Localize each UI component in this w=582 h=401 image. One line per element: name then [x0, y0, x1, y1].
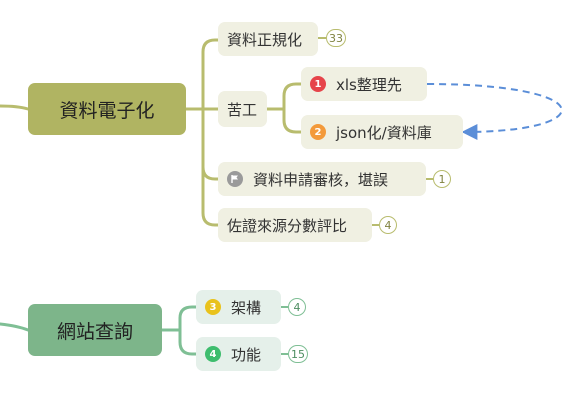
subtopic-label: 資料正規化: [227, 30, 303, 49]
subtopic-normalization[interactable]: 資料正規化: [218, 22, 318, 56]
flag-icon: [227, 171, 243, 187]
subtopic-features[interactable]: 4 功能: [196, 337, 281, 371]
count-leaders-2: [281, 306, 288, 355]
priority-2-icon: 2: [310, 124, 326, 140]
subtopic-count-badge[interactable]: 33: [326, 29, 346, 47]
priority-1-icon: 1: [310, 76, 326, 92]
subtopic-count-badge[interactable]: 4: [379, 216, 397, 234]
subtopic-label: 資料申請審核，堪誤: [253, 170, 389, 189]
subtopic-label: 佐證來源分數評比: [227, 216, 348, 235]
priority-4-icon: 4: [205, 346, 221, 362]
subtopic-label: json化/資料庫: [336, 123, 432, 142]
subtopic-xls-first[interactable]: 1 xls整理先: [301, 67, 427, 101]
subtopic-label: xls整理先: [336, 75, 402, 94]
main-topic-label: 資料電子化: [59, 99, 155, 122]
subtopic-review-correction[interactable]: 資料申請審核，堪誤: [218, 162, 426, 196]
subtopic-json-database[interactable]: 2 json化/資料庫: [301, 115, 463, 149]
subtopic-count-badge[interactable]: 4: [288, 298, 306, 316]
priority-3-icon: 3: [205, 299, 221, 315]
subtopic-manual-work[interactable]: 苦工: [218, 91, 267, 127]
branch-1-connectors: [0, 38, 303, 227]
subtopic-count-badge[interactable]: 1: [433, 170, 451, 188]
subtopic-label: 架構: [231, 298, 262, 317]
count-leaders-1: [318, 37, 433, 226]
main-topic-digitization[interactable]: 資料電子化: [28, 83, 186, 135]
branch-2-connectors: [0, 305, 198, 356]
subtopic-label: 功能: [231, 345, 262, 364]
main-topic-label: 網站查詢: [56, 320, 133, 343]
main-topic-website-query[interactable]: 網站查詢: [28, 304, 162, 356]
subtopic-source-scoring[interactable]: 佐證來源分數評比: [218, 208, 372, 242]
subtopic-architecture[interactable]: 3 架構: [196, 290, 281, 324]
subtopic-count-badge[interactable]: 15: [288, 345, 308, 363]
subtopic-label: 苦工: [227, 100, 258, 119]
